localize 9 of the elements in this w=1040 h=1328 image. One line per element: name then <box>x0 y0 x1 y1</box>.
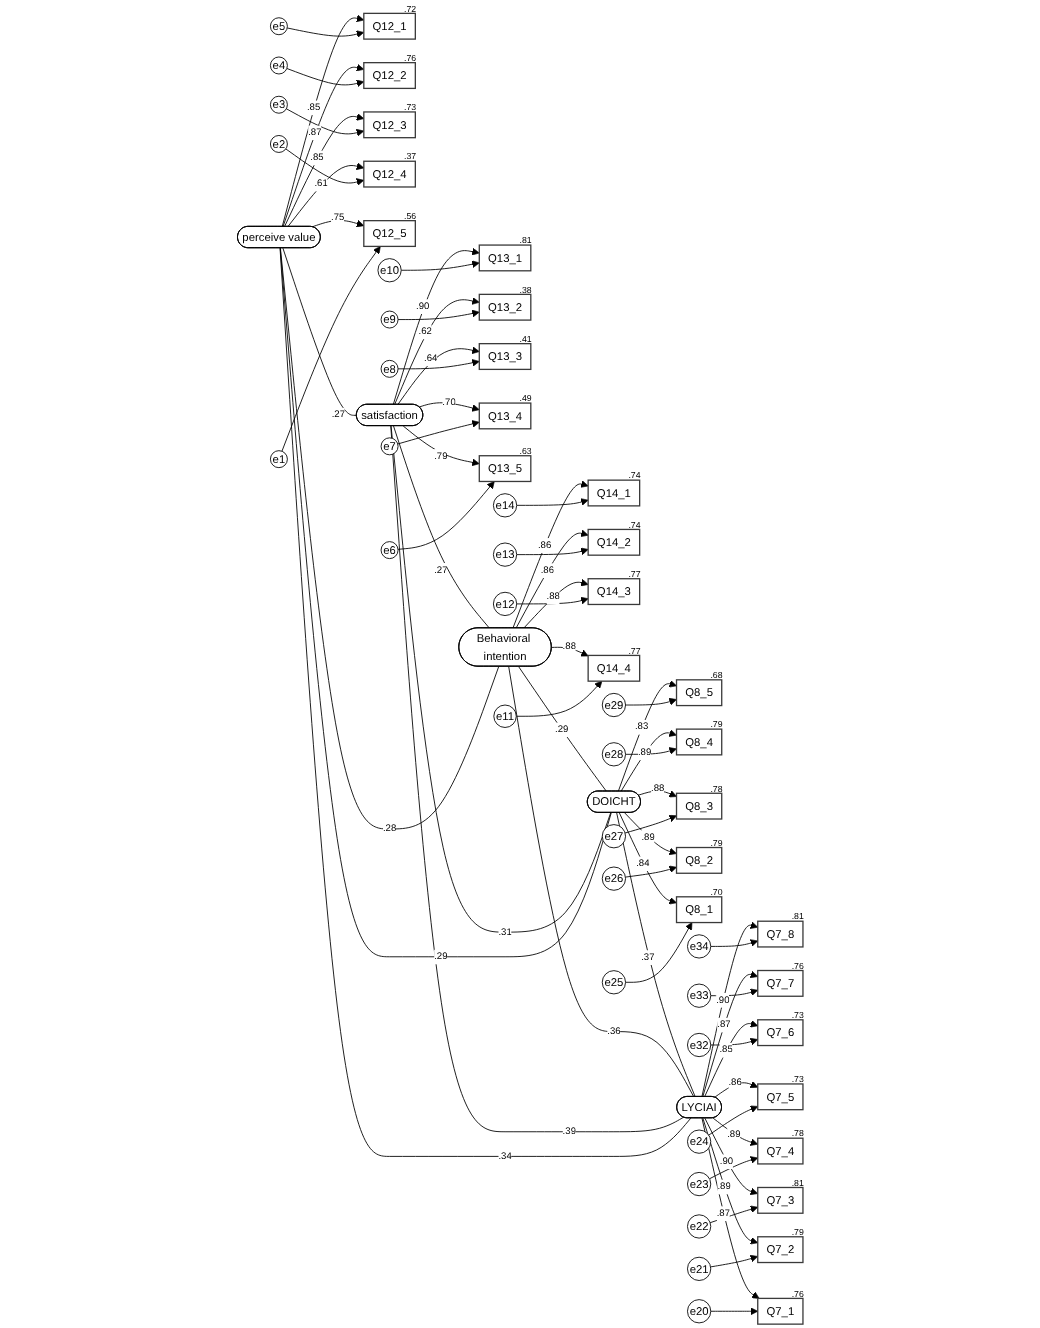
connector <box>389 425 683 1133</box>
connector <box>389 425 611 933</box>
connector <box>392 425 489 629</box>
connector <box>517 666 606 792</box>
connector <box>507 666 694 1098</box>
connector <box>278 247 691 1157</box>
connector <box>281 247 357 416</box>
connector <box>278 247 611 958</box>
connector <box>278 247 499 830</box>
